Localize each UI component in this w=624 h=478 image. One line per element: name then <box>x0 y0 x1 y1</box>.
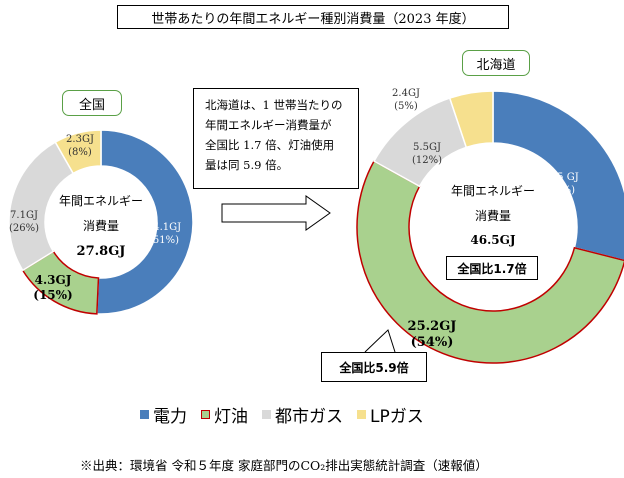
legend-item-kerosene: 灯油 <box>201 402 248 427</box>
donut-national: 14.1GJ (51%) 4.3GJ(15%) 7.1GJ (26%) 2.3GJ (8%)… <box>8 129 194 315</box>
slice-value-label: 2.4GJ <box>392 88 420 99</box>
legend-label: 灯油 <box>214 406 248 427</box>
slice-electricity <box>96 129 194 315</box>
ratio-kerosene-badge: 全国比5.9倍 <box>321 352 427 382</box>
slice-value-label: 25.2GJ <box>408 319 457 334</box>
center-total: 46.5GJ <box>470 233 515 247</box>
slice-percent-label: (51%) <box>149 235 179 246</box>
slice-percent-label: (8%) <box>68 147 92 158</box>
center-label: 消費量 <box>83 218 119 233</box>
source-note: ※出典：環境省 令和５年度 家庭部門のCO₂排出実態統計調査（速報値） <box>80 458 488 473</box>
slice-value-label: 13.5 GJ <box>541 172 578 183</box>
slice-value-label: 4.3GJ <box>35 273 72 287</box>
region-label-hokkaido: 北海道 <box>462 50 530 76</box>
slice-value-label: 5.5GJ <box>413 142 441 153</box>
slice-value-label: 14.1GJ <box>147 222 181 233</box>
region-label-national: 全国 <box>62 90 122 116</box>
slice-lp-gas <box>54 129 102 175</box>
chart-title: 世帯あたりの年間エネルギー種別消費量（2023 年度） <box>117 5 509 29</box>
slice-percent-label: (26%) <box>9 223 39 234</box>
callout-pointer <box>364 329 396 353</box>
legend-label: 都市ガス <box>275 406 343 427</box>
slice-percent-label: (54%) <box>411 335 454 350</box>
legend-item-lp-gas: LPガス <box>357 402 424 427</box>
ratio-total-badge: 全国比1.7倍 <box>446 256 538 280</box>
legend-swatch <box>357 409 366 419</box>
center-total: 27.8GJ <box>77 244 126 259</box>
legend-swatch <box>201 409 210 419</box>
note-line: 全国比 1.7 倍、灯油使用 <box>205 138 335 152</box>
note-line: 量は同 5.9 倍。 <box>205 158 289 172</box>
arrow-icon <box>221 195 331 231</box>
slice-value-label: 7.1GJ <box>10 210 38 221</box>
note-box: 北海道は、1 世帯当たりの 年間エネルギー消費量が 全国比 1.7 倍、灯油使用… <box>193 88 359 189</box>
slice-percent-label: (29%) <box>545 185 575 196</box>
slice-percent-label: (15%) <box>33 288 72 302</box>
slice-lp-gas <box>448 90 494 149</box>
slice-kerosene <box>356 160 624 364</box>
donut-hokkaido: 13.5 GJ (29%) 25.2GJ(54%) 5.5GJ (12%) 2.4GJ (5… <box>356 88 624 364</box>
note-line: 北海道は、1 世帯当たりの <box>205 98 343 112</box>
legend-swatch <box>262 409 271 419</box>
legend-item-city-gas: 都市ガス <box>262 402 343 427</box>
center-label: 年間エネルギー <box>451 184 535 198</box>
center-label: 年間エネルギー <box>59 194 143 208</box>
legend-label: LPガス <box>370 406 424 427</box>
slice-electricity <box>492 90 624 262</box>
slice-percent-label: (5%) <box>394 101 418 112</box>
legend: 電力 灯油 都市ガス LPガス <box>140 401 500 427</box>
note-line: 年間エネルギー消費量が <box>205 118 332 132</box>
slice-percent-label: (12%) <box>412 155 442 166</box>
center-label: 消費量 <box>475 208 511 223</box>
legend-label: 電力 <box>153 406 187 427</box>
legend-item-electricity: 電力 <box>140 402 187 427</box>
legend-swatch <box>140 409 149 419</box>
slice-value-label: 2.3GJ <box>66 134 94 145</box>
